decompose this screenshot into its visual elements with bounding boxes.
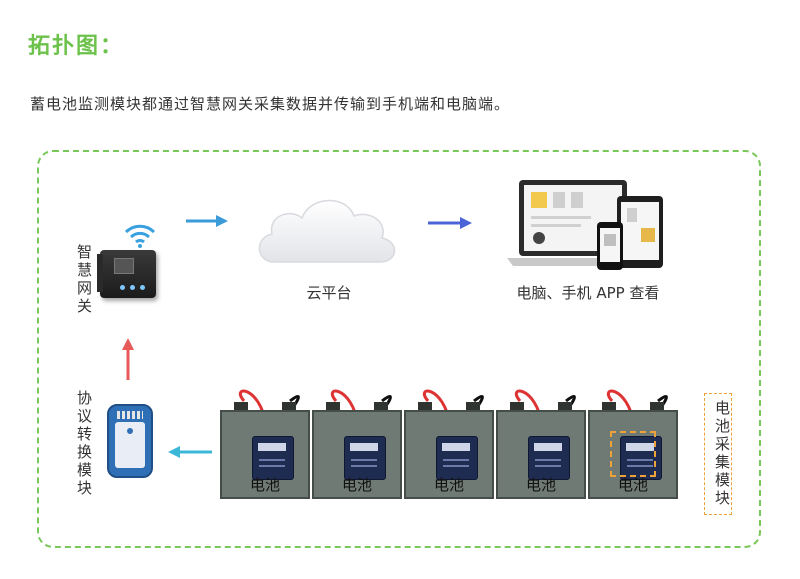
arrow-gateway-to-cloud bbox=[186, 215, 228, 227]
wifi-icon bbox=[124, 224, 156, 248]
battery-cell: 电池 bbox=[496, 402, 586, 499]
arrow-batteries-to-converter bbox=[168, 446, 212, 458]
battery-label: 电池 bbox=[617, 476, 648, 494]
acquisition-module-highlight bbox=[610, 431, 656, 477]
devices-icon bbox=[507, 180, 663, 270]
arrow-converter-to-gateway bbox=[122, 338, 134, 380]
battery-cell: 电池 bbox=[220, 402, 310, 499]
page-description: 蓄电池监测模块都通过智慧网关采集数据并传输到手机端和电脑端。 bbox=[30, 95, 511, 113]
battery-label: 电池 bbox=[525, 476, 556, 494]
battery-cell: 电池 bbox=[404, 402, 494, 499]
acquisition-module-label: 电池采集模块 bbox=[713, 400, 731, 508]
acquisition-module-label-box: 电池采集模块 bbox=[704, 393, 732, 515]
topology-frame bbox=[37, 150, 761, 548]
devices-label: 电脑、手机 APP 查看 bbox=[516, 284, 660, 302]
page-title: 拓扑图： bbox=[28, 34, 125, 59]
cloud-label: 云平台 bbox=[306, 284, 352, 302]
cloud-icon bbox=[258, 199, 396, 263]
battery-label: 电池 bbox=[341, 476, 372, 494]
battery-label: 电池 bbox=[433, 476, 464, 494]
converter-device-image bbox=[107, 404, 153, 478]
battery-cell: 电池 bbox=[588, 402, 678, 499]
battery-cell: 电池 bbox=[312, 402, 402, 499]
gateway-label: 智慧网关 bbox=[75, 244, 93, 316]
gateway-device-image bbox=[97, 250, 156, 298]
battery-label: 电池 bbox=[249, 476, 280, 494]
converter-label: 协议转换模块 bbox=[75, 390, 93, 498]
arrow-cloud-to-devices bbox=[428, 217, 472, 229]
